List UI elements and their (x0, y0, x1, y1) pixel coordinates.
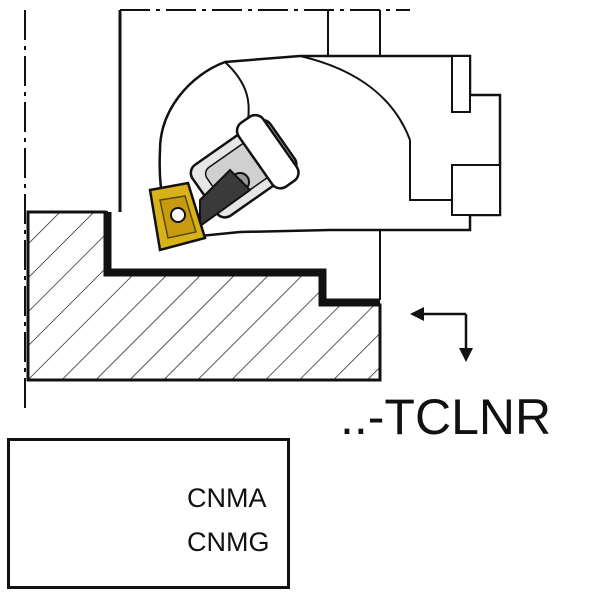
clamp-arm (199, 168, 252, 228)
insert-type-cnma: CNMA (187, 483, 267, 513)
cutting-insert[interactable] (148, 181, 207, 252)
holder-step (451, 55, 471, 113)
insert-type-cnmg: CNMG (187, 527, 270, 557)
holder-shank-inner (224, 61, 250, 121)
holder-shank-lower (409, 140, 470, 201)
feed-direction-arrows-icon (410, 307, 473, 362)
insert-grade-box: CNMA CNMG (7, 438, 290, 589)
holder-shank-top (299, 55, 411, 141)
holder-step-lower (451, 164, 501, 216)
tool-code-label: ..-TCLNR (340, 389, 552, 445)
cut-contour (104, 212, 380, 306)
